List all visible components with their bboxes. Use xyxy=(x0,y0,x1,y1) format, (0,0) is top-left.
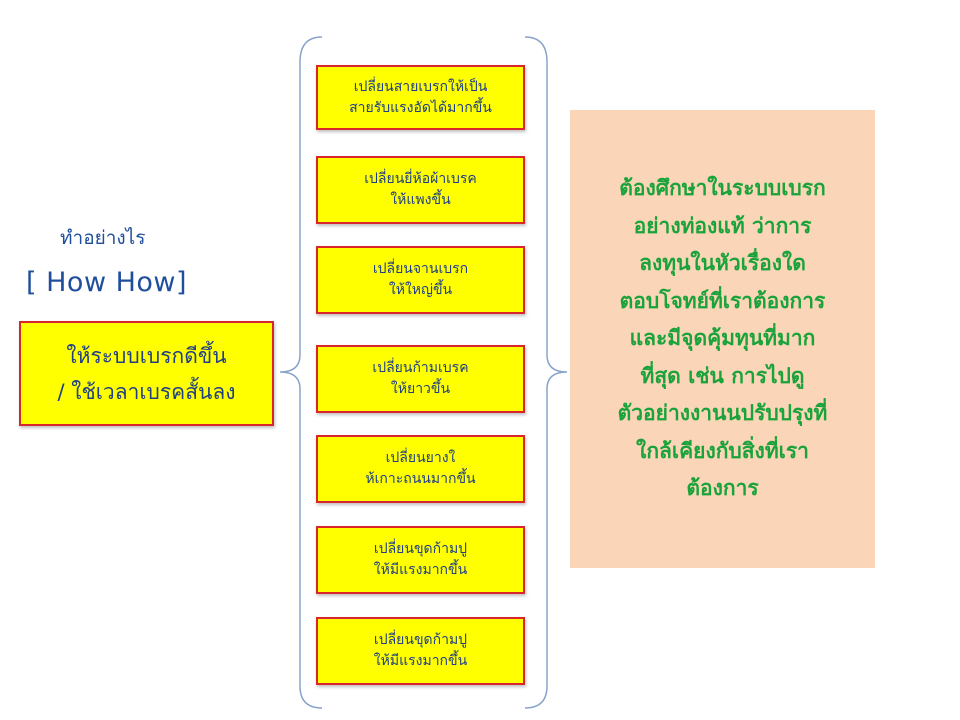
option-box-brake-pad: เปลี่ยนยี่ห้อผ้าเบรค ให้แพงขึ้น xyxy=(316,156,525,224)
option-box-caliper-1: เปลี่ยนขุดก้ามปู ให้มีแรงมากขึ้น xyxy=(316,526,525,594)
option-box-brake-line: เปลี่ยนสายเบรกให้เป็น สายรับแรงอัดได้มาก… xyxy=(316,65,525,130)
option-box-brake-arm: เปลี่ยนก้ามเบรค ให้ยาวขึ้น xyxy=(316,345,525,413)
note-line: ต้องศึกษาในระบบเบรก xyxy=(619,176,826,201)
option-line-1: เปลี่ยนขุดก้ามปู xyxy=(373,541,468,557)
option-line-1: เปลี่ยนยางใ xyxy=(385,450,456,466)
note-line: ต้องการ xyxy=(686,476,759,501)
goal-line-2: / ใช้เวลาเบรคสั้นลง xyxy=(57,379,236,404)
option-line-2: ให้มีแรงมากขึ้น xyxy=(373,562,468,578)
note-line: ลงทุนในหัวเรื่องใด xyxy=(639,251,806,276)
note-line: ที่สุด เช่น การไปดู xyxy=(640,363,805,388)
option-line-1: เปลี่ยนก้ามเบรค xyxy=(372,360,469,376)
option-line-2: ให้มีแรงมากขึ้น xyxy=(373,653,468,669)
option-line-2: ให้แพงขึ้น xyxy=(390,192,451,208)
note-line: ใกล้เคียงกับสิ่งที่เรา xyxy=(636,438,809,463)
option-line-1: เปลี่ยนจานเบรก xyxy=(372,261,469,277)
note-line: ตอบโจทย์ที่เราต้องการ xyxy=(619,288,826,313)
option-line-1: เปลี่ยนสายเบรกให้เป็น xyxy=(353,78,488,95)
option-line-2: ให้ใหญ่ขึ้น xyxy=(388,282,453,298)
how-title: [ How How] xyxy=(26,267,188,298)
right-brace xyxy=(524,36,568,709)
option-line-1: เปลี่ยนขุดก้ามปู xyxy=(373,632,468,648)
option-box-brake-disc: เปลี่ยนจานเบรก ให้ใหญ่ขึ้น xyxy=(316,246,525,314)
option-line-1: เปลี่ยนยี่ห้อผ้าเบรค xyxy=(364,171,477,187)
option-box-tires: เปลี่ยนยางใ ห้เกาะถนนมากขึ้น xyxy=(316,435,525,503)
option-box-caliper-2: เปลี่ยนขุดก้ามปู ให้มีแรงมากขึ้น xyxy=(316,617,525,685)
option-line-2: สายรับแรงอัดได้มากขึ้น xyxy=(349,99,492,116)
note-line: อย่างท่องแท้ ว่าการ xyxy=(633,213,812,238)
how-subtitle: ทำอย่างไร xyxy=(60,227,146,249)
option-line-2: ให้ยาวขึ้น xyxy=(390,381,451,397)
goal-box: ให้ระบบเบรกดีขึ้น / ใช้เวลาเบรคสั้นลง xyxy=(19,321,274,426)
option-line-2: ห้เกาะถนนมากขึ้น xyxy=(365,471,476,487)
note-line: ตัวอย่างงานนปรับปรุงที่ xyxy=(617,401,828,426)
goal-line-1: ให้ระบบเบรกดีขึ้น xyxy=(66,343,227,368)
note-line: และมีจุดคุ้มทุนที่มาก xyxy=(629,326,816,351)
note-box: ต้องศึกษาในระบบเบรก อย่างท่องแท้ ว่าการ … xyxy=(570,110,875,568)
